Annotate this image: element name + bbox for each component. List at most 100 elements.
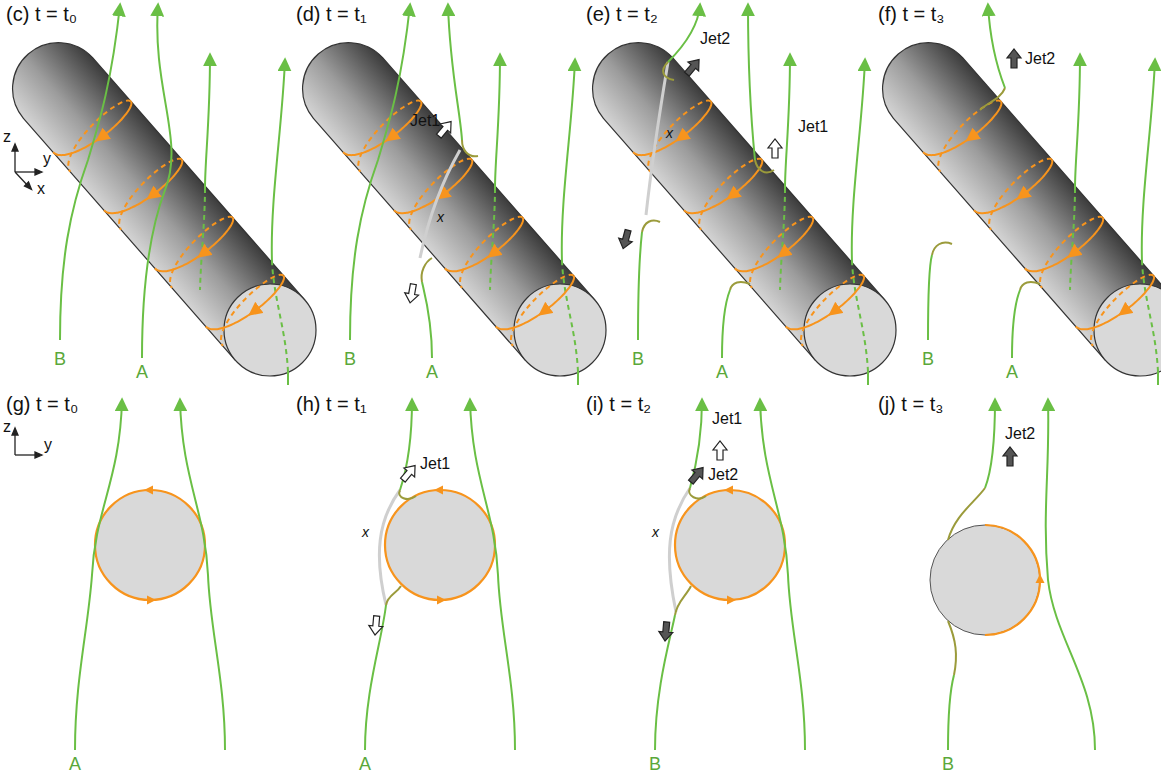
x-point-label: x [437,210,444,225]
jet-label: Jet2 [700,30,730,48]
panel-g-part [95,400,225,750]
panel-title: (g) t = t₀ [6,393,78,415]
axis-label: x [37,180,45,198]
panel-i-part [655,615,675,750]
field-line-label: B [54,350,66,370]
panel-e-part [768,139,782,158]
panel-g [75,400,225,750]
panel-i-part [713,441,727,460]
field-line-label: A [69,755,81,775]
field-line-label: B [942,755,954,775]
panel-h-part [399,490,416,499]
panel-f-part [980,88,1005,110]
axis-label: z [3,418,11,436]
panel-title: (e) t = t₂ [586,3,658,25]
jet-label: Jet2 [1005,425,1035,443]
panel-i-part [675,400,805,750]
panel-title: (h) t = t₁ [296,393,367,415]
panel-f-part [932,243,952,255]
panel-f-part [928,255,932,340]
jet-label: Jet1 [712,410,742,428]
panel-i-part [689,488,706,498]
panel-j-part [1046,400,1095,750]
panel-e-part [593,43,896,385]
panel-j-part [1003,447,1017,466]
axis-pair [12,428,42,458]
panel-h-part [385,400,515,750]
axis-pair-part [35,452,42,458]
jet-label: Jet1 [420,455,450,473]
panel-j-part [948,675,954,750]
axis-triad-part [12,144,18,151]
panel-e [593,5,896,385]
panel-i [655,400,805,750]
field-line-label: A [426,363,438,383]
panel-title: (d) t = t₁ [296,3,367,25]
panel-h-part [368,615,384,635]
field-line-label: A [359,755,371,775]
panel-e-part [681,55,704,79]
field-line-label: B [922,350,934,370]
panel-f-part [1012,290,1020,358]
panel-d [303,5,606,385]
panel-title: (j) t = t₃ [878,393,943,415]
field-line-label: B [649,755,661,775]
panel-j-part [985,400,995,488]
axis-label: y [43,150,51,168]
panel-e-part [722,290,730,358]
panel-f-part [883,43,1161,385]
panel-e-part [646,62,668,215]
field-line-label: A [136,363,148,383]
jet-label: Jet1 [410,112,440,130]
panel-d-part [403,283,420,304]
panel-f-part [1007,49,1021,68]
x-point-label: x [666,126,673,141]
x-point-label: x [362,525,369,540]
axis-pair-part [12,428,18,435]
panel-g-part [75,400,122,750]
panel-c [13,5,316,385]
panel-i-part [658,621,674,641]
panel-e-part [668,5,700,62]
panel-f-part [988,5,1005,88]
panel-c-part [60,5,120,340]
panel-h-part [365,605,386,750]
panel-e-part [638,232,642,340]
panel-f-part [1020,282,1040,290]
field-line-label: B [632,350,644,370]
panel-j-part [930,525,1040,635]
panel-i-part [685,463,708,487]
panel-d-part [303,43,606,385]
jet-label: Jet2 [1025,50,1055,68]
x-point-label: x [652,525,659,540]
panel-e-part [642,220,660,232]
panel-d-part [420,150,460,258]
jet-label: Jet1 [798,118,828,136]
panel-title: (c) t = t₀ [6,3,77,25]
panel-j-part [948,488,985,540]
panel-d-part [462,140,478,156]
panel-e-part [730,282,750,290]
panel-j [930,400,1095,750]
axis-triad-part [35,169,42,175]
panel-e-part [663,62,674,80]
axis-triad-part [25,182,32,190]
field-line-label: B [344,350,356,370]
panel-h-part [397,461,420,485]
panel-h-part [379,490,400,605]
panel-j-part [948,621,956,675]
panel-d-part [448,5,462,140]
panel-f [883,5,1161,385]
field-line-label: A [1006,363,1018,383]
axis-label: y [44,436,52,454]
panel-e-part [755,160,774,172]
panel-d-part [422,282,432,358]
panel-i-part [675,586,691,615]
panel-e-part [748,5,755,160]
jet-label: Jet2 [708,466,738,484]
panel-c-part [142,5,172,358]
panel-h [365,400,515,750]
panel-e-part [616,228,634,250]
